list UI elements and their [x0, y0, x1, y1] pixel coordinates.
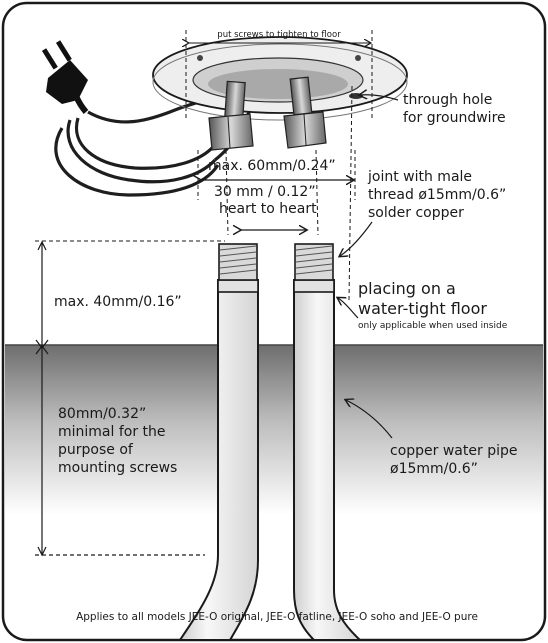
- heart-to-heart-label: heart to heart: [219, 201, 317, 217]
- mounting-plate: [152, 36, 408, 121]
- joint-label-3: solder copper: [368, 205, 464, 221]
- heart-dimension-label: 30 mm / 0.12”: [214, 184, 316, 200]
- through-hole-label: through hole: [403, 92, 492, 108]
- power-plug-icon: [41, 40, 89, 114]
- minimal-label-4: mounting screws: [58, 460, 177, 476]
- screws-label: put screws to tighten to floor: [217, 30, 341, 40]
- footer-note: Applies to all models JEE-O original, JE…: [76, 611, 478, 623]
- placing-label-2: water-tight floor: [358, 299, 487, 318]
- right-connector: [283, 76, 327, 149]
- placing-note: only applicable when used inside: [358, 321, 508, 331]
- joint-label-2: thread ø15mm/0.6”: [368, 187, 506, 203]
- floor: [5, 345, 543, 515]
- left-pipe: [178, 243, 259, 641]
- groundwire-label: for groundwire: [403, 110, 506, 126]
- pipe-label-1: copper water pipe: [390, 443, 517, 459]
- minimal-label-3: purpose of: [58, 442, 134, 458]
- pipe-label-2: ø15mm/0.6”: [390, 461, 478, 477]
- minimal-label-1: 80mm/0.32”: [58, 406, 146, 422]
- max-height-label: max. 40mm/0.16”: [54, 294, 182, 310]
- left-connector: [208, 80, 254, 151]
- pointer-arrows: [338, 95, 399, 439]
- placing-label-1: placing on a: [358, 279, 456, 298]
- minimal-label-2: minimal for the: [58, 424, 166, 440]
- max-width-label: max. 60mm/0.24”: [208, 158, 336, 174]
- guide-lines: [35, 30, 373, 301]
- vertical-dimension: [35, 240, 205, 557]
- joint-label-1: joint with male: [367, 169, 472, 185]
- right-pipe: [293, 243, 363, 641]
